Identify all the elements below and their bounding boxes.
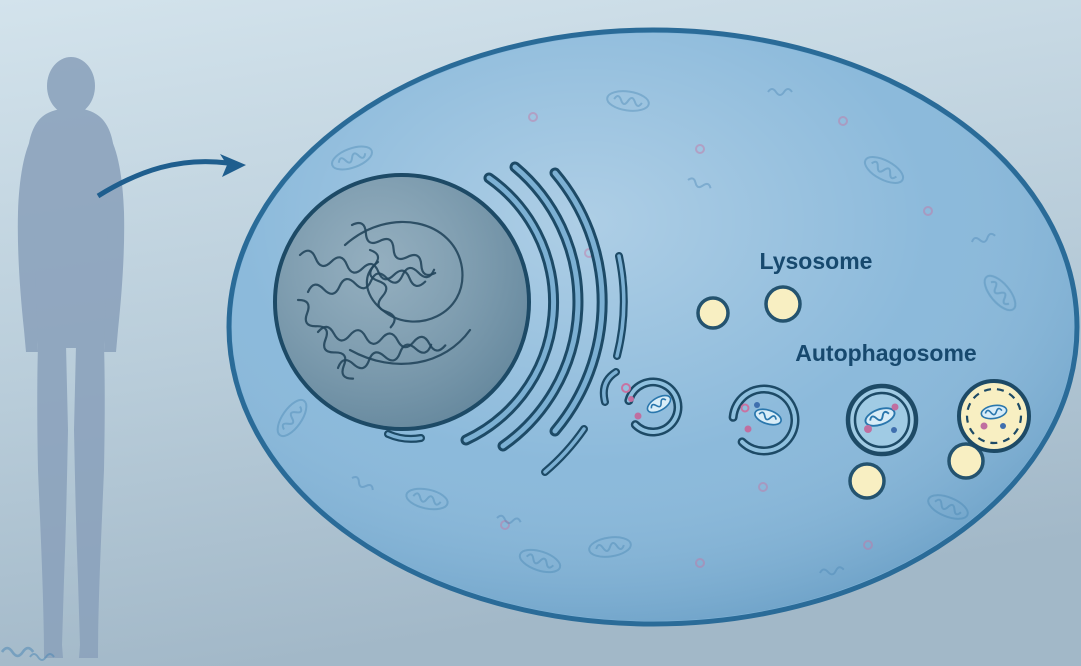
chromatin xyxy=(296,221,472,380)
pink-dot xyxy=(838,116,848,126)
silhouette-right-leg xyxy=(74,345,105,658)
cargo-dot xyxy=(744,425,752,433)
phagophore-late xyxy=(728,384,800,456)
er-ribbon-inner xyxy=(463,175,557,443)
nucleus xyxy=(273,173,531,431)
lysosome-1 xyxy=(696,296,730,330)
silhouette-left-arm xyxy=(17,134,42,352)
chromatin-strand xyxy=(350,222,437,276)
chromatin-strand xyxy=(336,343,433,370)
phagophore-early xyxy=(621,377,683,437)
chromatin-strand xyxy=(316,325,447,352)
cargo-dot xyxy=(891,403,899,411)
fusing-lysosome xyxy=(947,442,985,480)
autophagosome-inner-membrane xyxy=(853,391,911,449)
silhouette-neck xyxy=(59,98,83,120)
silhouette-right-arm xyxy=(100,134,125,352)
cargo-dot xyxy=(634,412,642,420)
cargo-dot xyxy=(628,396,634,402)
nucleus-shading xyxy=(277,177,527,427)
chromatin-strand xyxy=(298,249,427,287)
er-ribbon-short-inner xyxy=(615,254,626,358)
lysosome-label: Lysosome xyxy=(760,248,873,274)
lysosome-2 xyxy=(764,285,802,323)
pink-dot xyxy=(528,112,538,122)
er-ribbon-short-inner xyxy=(543,427,586,474)
autophagosome xyxy=(845,383,919,457)
pink-dot xyxy=(863,540,873,550)
lysosome-3 xyxy=(848,462,886,500)
phagophore-membrane-inner xyxy=(626,380,680,434)
pink-dot xyxy=(695,558,705,568)
cargo-dot xyxy=(980,422,988,430)
endoplasmic-reticulum xyxy=(384,161,628,476)
cargo-dot xyxy=(864,425,872,433)
cargo-dot-open xyxy=(621,383,631,393)
pink-dot xyxy=(758,482,768,492)
chromatin-loop xyxy=(348,328,472,365)
chromatin-loop xyxy=(343,221,464,323)
cargo-dot-open xyxy=(740,403,750,413)
pink-dot xyxy=(923,206,933,216)
er-fragment-inner xyxy=(386,432,423,441)
chromatin-strand xyxy=(306,266,436,295)
arrow-curve xyxy=(96,159,229,199)
human-silhouette xyxy=(17,57,125,658)
arrow-head xyxy=(220,154,246,177)
membrane-fragment-inner xyxy=(602,370,618,404)
autolysosome-degrading-membrane xyxy=(965,387,1023,445)
silhouette-left-leg xyxy=(37,345,68,658)
silhouette-torso xyxy=(26,108,116,348)
er-ribbon-inner xyxy=(500,164,581,449)
arrow xyxy=(96,154,246,199)
er-ribbon-inner xyxy=(552,170,605,434)
cargo-dot xyxy=(891,427,897,433)
faint-dots xyxy=(500,112,933,568)
autophagosome-label: Autophagosome xyxy=(795,340,976,366)
chromatin-strand xyxy=(296,298,355,380)
phagophore-membrane-inner xyxy=(731,387,797,453)
cargo-dot xyxy=(754,402,760,408)
pink-dot xyxy=(695,144,705,154)
autolysosome xyxy=(947,379,1031,480)
cargo-dot xyxy=(1000,423,1006,429)
